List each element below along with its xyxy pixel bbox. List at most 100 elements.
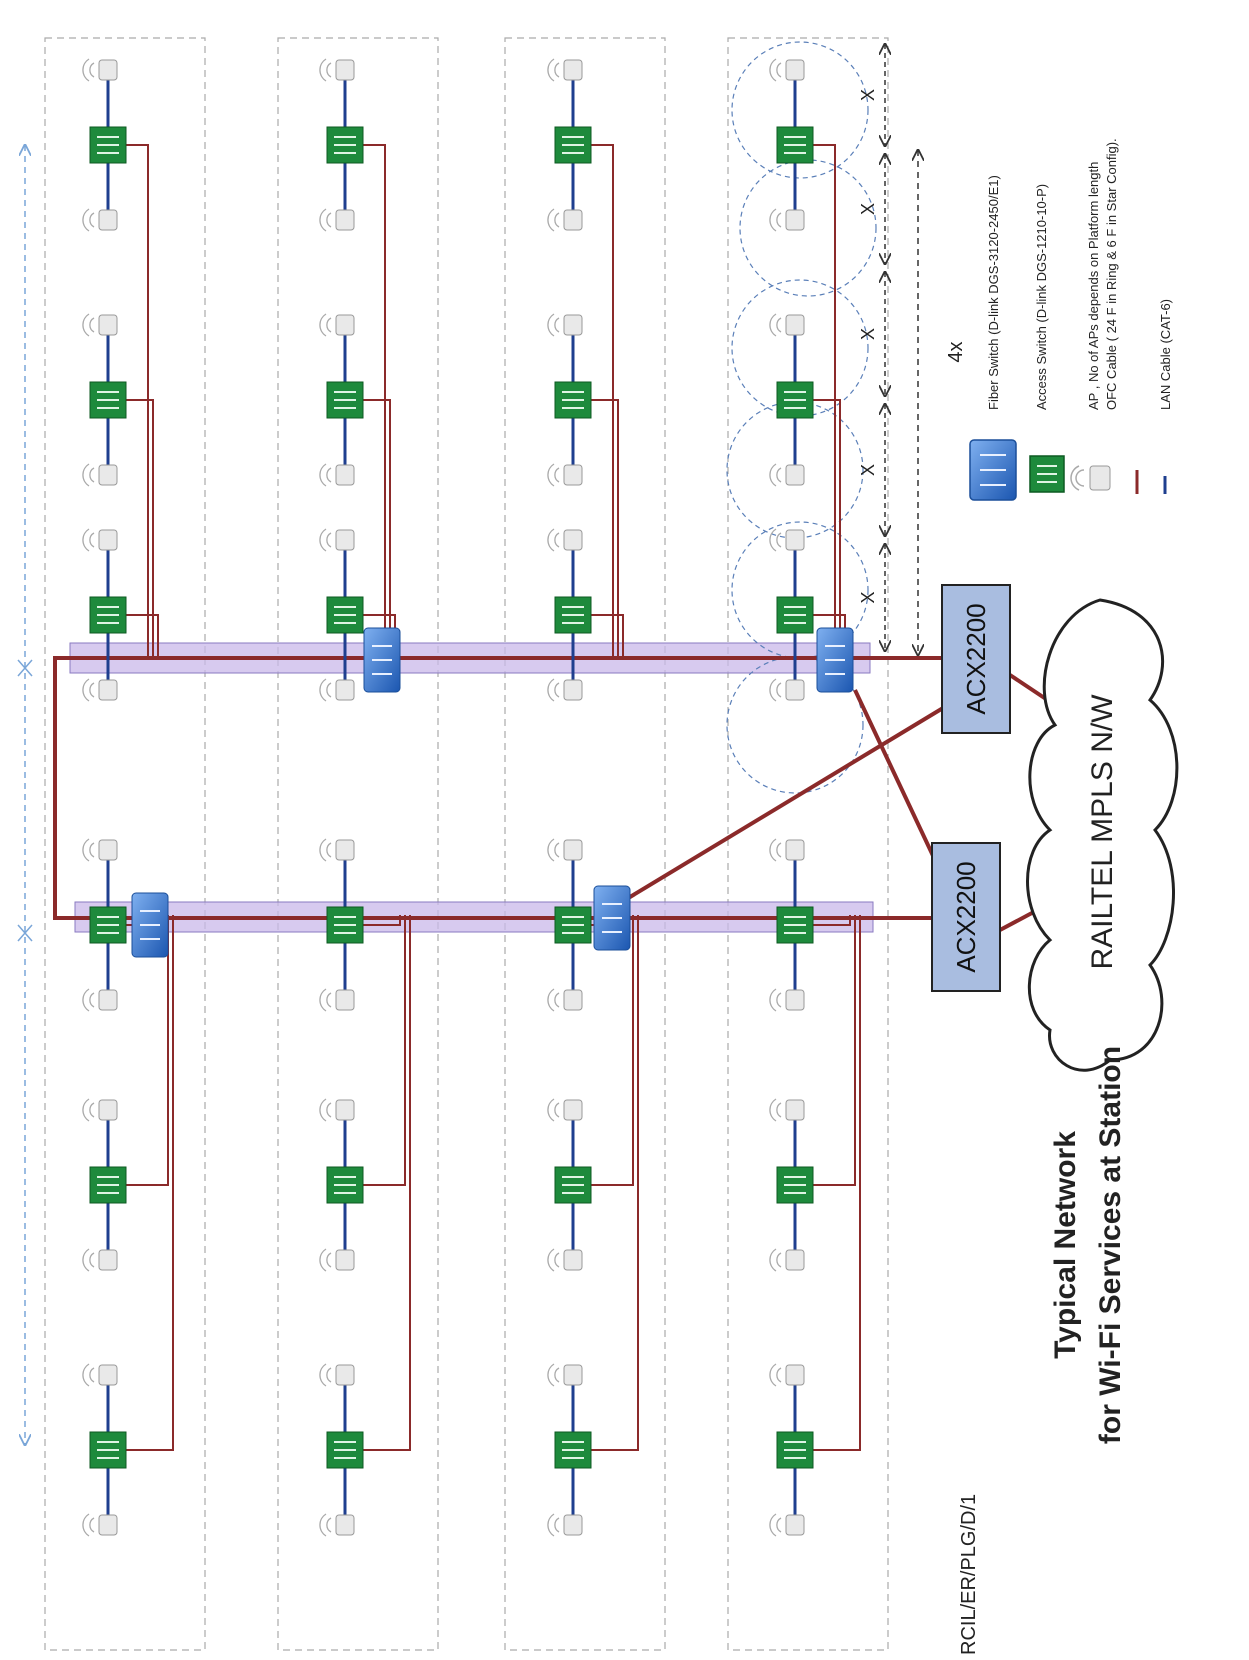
wifi-ap-icon[interactable] xyxy=(319,1248,355,1272)
platform-4 xyxy=(727,37,889,1651)
coverage-circle-5 xyxy=(731,521,869,659)
wifi-ap-icon[interactable] xyxy=(547,313,583,337)
access-switch-icon[interactable] xyxy=(326,1431,364,1469)
wifi-ap-icon[interactable] xyxy=(769,1513,805,1537)
access-switch-icon[interactable] xyxy=(554,381,592,419)
wifi-ap-icon[interactable] xyxy=(547,463,583,487)
wifi-ap-icon[interactable] xyxy=(319,1513,355,1537)
ofc-cable xyxy=(813,144,836,660)
router-acx2200-1[interactable]: ACX2200 xyxy=(941,584,1011,734)
access-switch-icon[interactable] xyxy=(326,381,364,419)
access-switch-icon[interactable] xyxy=(776,906,814,944)
wifi-ap-icon[interactable] xyxy=(547,678,583,702)
ofc-cable xyxy=(363,144,386,660)
wifi-ap-icon[interactable] xyxy=(319,988,355,1012)
access-switch-icon[interactable] xyxy=(89,906,127,944)
access-switch-icon[interactable] xyxy=(326,906,364,944)
wifi-ap-icon[interactable] xyxy=(82,313,118,337)
fiber-switch-icon[interactable] xyxy=(593,885,631,951)
access-switch-icon[interactable] xyxy=(89,381,127,419)
access-switch-icon[interactable] xyxy=(776,381,814,419)
wifi-ap-icon[interactable] xyxy=(82,988,118,1012)
ofc-cable xyxy=(813,915,861,1451)
wifi-ap-icon[interactable] xyxy=(547,1363,583,1387)
wifi-ap-icon[interactable] xyxy=(319,313,355,337)
wifi-ap-icon[interactable] xyxy=(769,528,805,552)
legend-access-switch: Access Switch (D-link DGS-1210-10-P) xyxy=(1034,184,1049,410)
wifi-ap-icon[interactable] xyxy=(82,1363,118,1387)
wifi-ap-icon[interactable] xyxy=(319,1363,355,1387)
ofc-to-router xyxy=(623,703,950,902)
access-switch-icon[interactable] xyxy=(554,1431,592,1469)
wifi-ap-icon[interactable] xyxy=(319,208,355,232)
access-switch-icon[interactable] xyxy=(89,126,127,164)
access-switch-icon[interactable] xyxy=(89,1166,127,1204)
wifi-ap-icon[interactable] xyxy=(769,1363,805,1387)
access-switch-icon[interactable] xyxy=(326,596,364,634)
coverage-circle-3 xyxy=(731,279,869,417)
access-switch-icon[interactable] xyxy=(554,596,592,634)
wifi-ap-icon[interactable] xyxy=(547,208,583,232)
coverage-circle-1 xyxy=(731,41,869,179)
wifi-ap-icon[interactable] xyxy=(319,528,355,552)
wifi-ap-icon[interactable] xyxy=(547,1248,583,1272)
wifi-ap-icon[interactable] xyxy=(82,1098,118,1122)
wifi-ap-icon[interactable] xyxy=(82,1248,118,1272)
access-switch-icon[interactable] xyxy=(776,596,814,634)
wifi-ap-icon[interactable] xyxy=(769,208,805,232)
wifi-ap-icon[interactable] xyxy=(769,1248,805,1272)
access-switch-icon[interactable] xyxy=(326,126,364,164)
access-switch-icon[interactable] xyxy=(554,1166,592,1204)
spacing-label: X xyxy=(858,89,878,101)
wifi-ap-icon[interactable] xyxy=(769,58,805,82)
ofc-cable xyxy=(591,399,619,660)
wifi-ap-icon[interactable] xyxy=(769,1098,805,1122)
ofc-cable xyxy=(126,144,149,660)
wifi-ap-icon[interactable] xyxy=(547,58,583,82)
wifi-ap-icon[interactable] xyxy=(547,988,583,1012)
wifi-ap-icon[interactable] xyxy=(82,528,118,552)
access-switch-icon[interactable] xyxy=(776,1431,814,1469)
wifi-ap-icon[interactable] xyxy=(319,838,355,862)
fiber-switch-icon[interactable] xyxy=(363,627,401,693)
wifi-ap-icon[interactable] xyxy=(547,1513,583,1537)
wifi-ap-icon[interactable] xyxy=(82,678,118,702)
fiber-switch-icon[interactable] xyxy=(816,627,854,693)
access-switch-icon[interactable] xyxy=(89,596,127,634)
router-label: ACX2200 xyxy=(961,603,991,714)
router-acx2200-2[interactable]: ACX2200 xyxy=(931,842,1001,992)
ofc-cable xyxy=(126,915,169,1186)
access-switch-icon[interactable] xyxy=(776,126,814,164)
ofc-cable xyxy=(126,915,174,1451)
wifi-ap-icon[interactable] xyxy=(547,838,583,862)
access-switch-icon[interactable] xyxy=(89,1431,127,1469)
fiber-switch-icon[interactable] xyxy=(131,892,169,958)
wifi-ap-icon[interactable] xyxy=(319,58,355,82)
wifi-ap-icon[interactable] xyxy=(319,463,355,487)
wifi-ap-icon[interactable] xyxy=(82,208,118,232)
wifi-ap-icon[interactable] xyxy=(547,1098,583,1122)
cloud-label: RAILTEL MPLS N/W xyxy=(1086,694,1119,970)
wifi-ap-icon[interactable] xyxy=(769,838,805,862)
legend-ap: AP , No of APs depends on Platform lengt… xyxy=(1086,162,1101,410)
legend-fiber-switch: Fiber Switch (D-link DGS-3120-2450/E1) xyxy=(986,175,1001,410)
wifi-ap-icon[interactable] xyxy=(547,528,583,552)
wifi-ap-icon[interactable] xyxy=(82,838,118,862)
access-switch-icon[interactable] xyxy=(776,1166,814,1204)
wifi-ap-icon[interactable] xyxy=(769,313,805,337)
wifi-ap-icon[interactable] xyxy=(82,463,118,487)
wifi-ap-icon[interactable] xyxy=(319,1098,355,1122)
wifi-ap-icon[interactable] xyxy=(82,1513,118,1537)
wifi-ap-icon[interactable] xyxy=(769,463,805,487)
access-switch-icon[interactable] xyxy=(554,126,592,164)
device-layer xyxy=(82,58,854,1537)
wifi-ap-icon[interactable] xyxy=(769,678,805,702)
access-switch-icon[interactable] xyxy=(326,1166,364,1204)
title-line-2: for Wi-Fi Services at Station xyxy=(1094,1046,1127,1444)
wifi-ap-icon[interactable] xyxy=(82,58,118,82)
wifi-ap-icon[interactable] xyxy=(769,988,805,1012)
diagram-title: Typical Network for Wi-Fi Services at St… xyxy=(1049,1046,1127,1444)
wifi-ap-icon[interactable] xyxy=(319,678,355,702)
access-switch-icon[interactable] xyxy=(554,906,592,944)
ofc-cable xyxy=(591,614,624,660)
